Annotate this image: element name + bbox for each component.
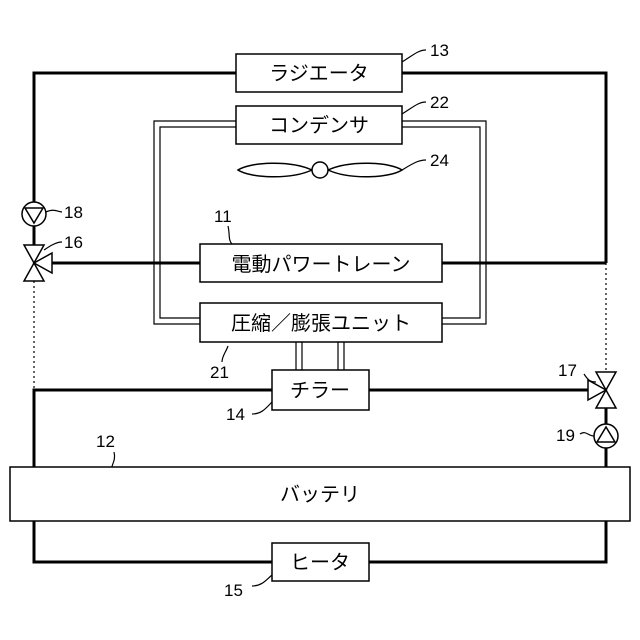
battery-label: バッテリ — [280, 482, 360, 506]
chiller: チラー — [272, 370, 369, 410]
ref-condenser: 22 — [430, 93, 449, 112]
chiller-label: チラー — [290, 378, 350, 402]
ref-radiator: 13 — [430, 41, 449, 60]
ref-heater: 15 — [224, 581, 243, 600]
ref-valve-right: 17 — [558, 361, 577, 380]
condenser: コンデンサ — [236, 106, 402, 144]
heater: ヒータ — [272, 543, 369, 581]
radiator-label: ラジエータ — [269, 61, 369, 85]
condenser-label: コンデンサ — [269, 113, 369, 137]
radiator: ラジエータ — [236, 54, 402, 92]
fan-icon — [238, 162, 402, 178]
ref-pump-right: 19 — [556, 426, 575, 445]
compression-expansion-unit: 圧縮／膨張ユニット — [200, 303, 442, 342]
battery: バッテリ — [10, 467, 630, 521]
heater-label: ヒータ — [290, 550, 350, 574]
three-way-valve-icon — [588, 372, 616, 408]
pump-icon — [22, 202, 46, 226]
ref-battery: 12 — [96, 432, 115, 451]
ref-pump-left: 18 — [64, 203, 83, 222]
electric-powertrain: 電動パワートレーン — [200, 244, 442, 282]
bypass-lines — [34, 263, 606, 467]
pump-icon — [594, 424, 618, 448]
ref-chiller: 14 — [226, 405, 245, 424]
ref-compressor-unit: 21 — [210, 363, 229, 382]
compressor-unit-label: 圧縮／膨張ユニット — [231, 311, 411, 335]
powertrain-label: 電動パワートレーン — [232, 252, 411, 276]
three-way-valve-icon — [24, 245, 52, 281]
ref-fan: 24 — [430, 151, 449, 170]
ref-valve-left: 16 — [64, 233, 83, 252]
ref-powertrain: 11 — [214, 207, 232, 226]
